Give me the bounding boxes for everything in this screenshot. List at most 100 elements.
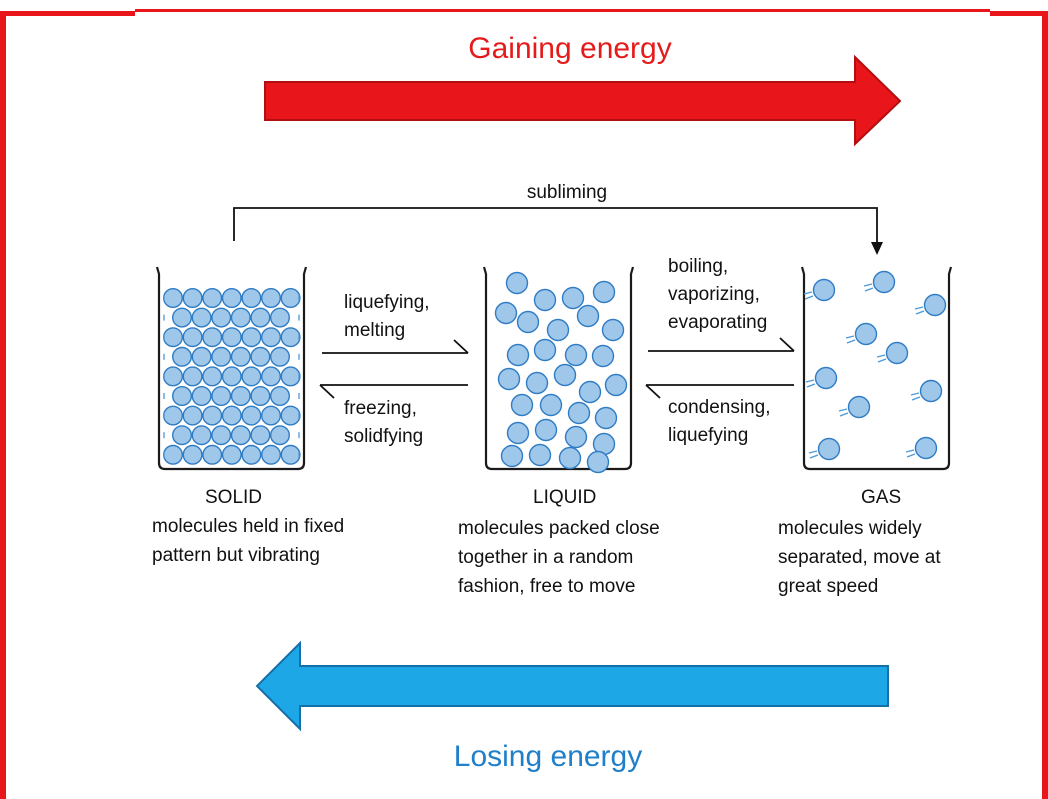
solid-molecule xyxy=(191,346,212,367)
solid-molecule xyxy=(230,425,251,446)
solid-molecule xyxy=(241,444,262,465)
solid-molecule xyxy=(261,444,282,465)
solid-molecule xyxy=(241,366,262,387)
gaining-energy-title: Gaining energy xyxy=(468,32,671,65)
liquid-molecule xyxy=(533,338,557,362)
solid-molecule xyxy=(250,346,271,367)
motion-mark xyxy=(804,295,814,300)
solid-molecule xyxy=(171,425,192,446)
liquid-beaker xyxy=(482,266,635,474)
solid-molecule xyxy=(182,366,203,387)
solid-molecule xyxy=(162,405,183,426)
motion-mark xyxy=(808,450,818,454)
solid-molecule xyxy=(261,327,282,348)
liquid-molecule xyxy=(506,421,530,445)
solid-molecule xyxy=(171,386,192,407)
solid-molecule xyxy=(162,327,183,348)
motion-mark xyxy=(845,335,855,339)
solid-molecule xyxy=(182,288,203,309)
liquid-molecule xyxy=(591,344,615,368)
solid-description-2: pattern but vibrating xyxy=(152,545,320,566)
gas-molecule xyxy=(817,437,841,461)
solid-molecule xyxy=(250,307,271,328)
condensing-arrow xyxy=(645,384,794,399)
melting-arrow xyxy=(322,339,469,354)
gaining-energy-arrow xyxy=(264,54,902,147)
solid-molecule xyxy=(270,307,291,328)
solid-molecule xyxy=(221,444,242,465)
solid-molecule xyxy=(211,386,232,407)
gas-description-2: separated, move at xyxy=(778,547,941,568)
boiling-arrow xyxy=(648,337,795,352)
solid-molecule xyxy=(182,444,203,465)
solid-molecule xyxy=(250,386,271,407)
solid-molecule xyxy=(230,386,251,407)
liquid-molecule xyxy=(601,318,625,342)
motion-mark xyxy=(914,306,924,310)
motion-mark xyxy=(911,396,921,401)
motion-mark xyxy=(805,379,815,383)
solid-molecule xyxy=(230,307,251,328)
liquid-molecule xyxy=(561,286,585,310)
liquid-molecule xyxy=(506,343,530,367)
gas-molecule xyxy=(814,366,838,390)
solid-molecule xyxy=(211,425,232,446)
liquid-molecule xyxy=(564,425,588,449)
motion-mark xyxy=(876,354,886,358)
solid-molecule xyxy=(241,405,262,426)
liquid-molecule xyxy=(594,406,618,430)
gas-molecules xyxy=(803,270,947,461)
gas-heading: GAS xyxy=(861,487,901,508)
liquid-molecule xyxy=(525,371,549,395)
solid-molecule xyxy=(191,386,212,407)
liquid-molecule xyxy=(494,301,518,325)
solid-molecule xyxy=(241,327,262,348)
liquid-description-1: molecules packed close xyxy=(458,518,660,539)
solid-molecule xyxy=(270,386,291,407)
solid-molecule xyxy=(261,366,282,387)
liquid-molecule xyxy=(516,310,540,334)
motion-mark xyxy=(838,408,848,412)
gas-molecule xyxy=(914,436,938,460)
motion-mark xyxy=(910,392,920,396)
liquid-molecule xyxy=(534,418,558,442)
motion-mark xyxy=(863,283,873,287)
gas-molecule xyxy=(885,341,909,365)
solid-molecule xyxy=(261,288,282,309)
motion-mark xyxy=(806,383,816,388)
solid-heading: SOLID xyxy=(205,487,262,508)
losing-energy-title: Losing energy xyxy=(454,740,642,773)
gas-beaker xyxy=(800,266,953,471)
liquid-molecule xyxy=(497,367,521,391)
liquid-molecule xyxy=(578,380,602,404)
solid-molecule xyxy=(261,405,282,426)
solid-molecule xyxy=(162,288,183,309)
liquid-molecule xyxy=(592,280,616,304)
solid-molecule xyxy=(182,327,203,348)
motion-mark xyxy=(803,291,813,295)
boiling-label-3: evaporating xyxy=(668,312,767,333)
solid-molecule xyxy=(202,444,223,465)
motion-mark xyxy=(846,339,856,344)
gas-molecule xyxy=(919,379,943,403)
melting-label-1: liquefying, xyxy=(344,292,430,313)
gas-molecule xyxy=(872,270,896,294)
solid-molecule xyxy=(250,425,271,446)
solid-molecule xyxy=(171,346,192,367)
motion-mark xyxy=(915,310,925,315)
liquid-molecule xyxy=(505,271,529,295)
solid-molecule xyxy=(270,425,291,446)
solid-molecule xyxy=(202,366,223,387)
solid-molecule xyxy=(280,405,301,426)
motion-mark xyxy=(839,412,849,417)
solid-molecule xyxy=(202,405,223,426)
liquid-molecule xyxy=(533,288,557,312)
gas-molecule xyxy=(923,293,947,317)
gas-molecule xyxy=(847,395,871,419)
liquid-molecule xyxy=(539,393,563,417)
solid-molecules xyxy=(162,288,301,465)
melting-label-2: melting xyxy=(344,320,405,341)
motion-mark xyxy=(877,358,887,363)
solid-molecule xyxy=(211,346,232,367)
